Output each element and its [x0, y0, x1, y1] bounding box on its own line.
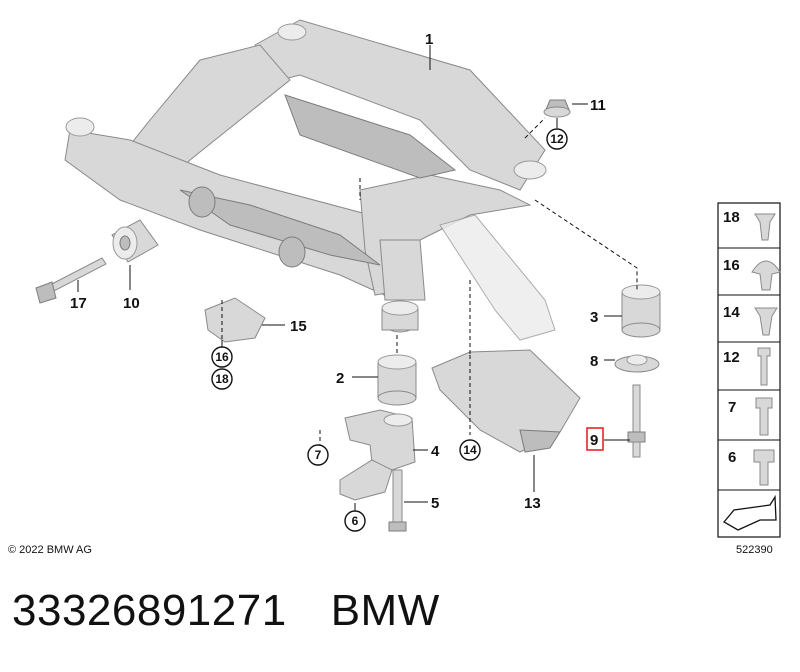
- bolt-17: [35, 257, 107, 304]
- circled-label-7: 7: [307, 444, 329, 466]
- rear-subframe: [64, 19, 556, 343]
- part-number: 33326891271: [12, 586, 287, 635]
- label-8: 8: [590, 353, 598, 370]
- label-4: 4: [431, 443, 440, 460]
- bolt-12-icon: [757, 347, 771, 386]
- svg-text:12: 12: [550, 132, 564, 146]
- label-2: 2: [336, 370, 344, 387]
- bolt-5: [388, 469, 407, 532]
- circled-label-16: 16: [211, 346, 233, 368]
- rubber-mount-11: [543, 99, 571, 118]
- label-3: 3: [590, 309, 598, 326]
- label-17: 17: [70, 295, 87, 312]
- washer-8: [614, 354, 660, 373]
- bolt-9: [627, 384, 646, 458]
- underbody-shield-13: [431, 349, 581, 453]
- bolt-7-icon: [755, 397, 773, 436]
- arrow-icon: [723, 494, 777, 531]
- label-9: 9: [590, 432, 598, 449]
- guide-lines: [221, 117, 638, 446]
- circled-label-6: 6: [344, 510, 366, 532]
- label-5: 5: [431, 495, 439, 512]
- label-1: 1: [425, 31, 433, 48]
- diagram-number: 522390: [736, 544, 773, 556]
- bushing-3: [621, 284, 661, 338]
- screw-14-icon: [754, 307, 778, 336]
- circled-label-12: 12: [546, 128, 568, 150]
- part-number-line: 33326891271 BMW: [12, 586, 484, 636]
- circled-label-14: 14: [459, 439, 481, 461]
- brand: BMW: [330, 586, 440, 635]
- copyright: © 2022 BMW AG: [8, 544, 92, 556]
- bushing-10: [111, 219, 159, 263]
- leader-lines: [77, 45, 630, 512]
- fastener-label-14: 14: [723, 304, 740, 321]
- fastener-label-12: 12: [723, 349, 740, 366]
- label-10: 10: [123, 295, 140, 312]
- fastener-label-16: 16: [723, 257, 740, 274]
- label-13: 13: [524, 495, 541, 512]
- svg-text:16: 16: [215, 350, 229, 364]
- highlight-box-9: [586, 427, 604, 451]
- svg-text:18: 18: [215, 372, 229, 386]
- bracket-4: [339, 409, 416, 501]
- fastener-label-6: 6: [728, 449, 736, 466]
- bushing-2: [377, 354, 417, 406]
- fastener-panel: 18 16 14 12 7 6: [717, 202, 781, 538]
- fastener-label-7: 7: [728, 399, 736, 416]
- label-15: 15: [290, 318, 307, 335]
- circled-label-18: 18: [211, 368, 233, 390]
- clip-18-icon: [754, 213, 776, 241]
- clip-16-icon: [751, 260, 781, 291]
- svg-text:6: 6: [352, 514, 359, 528]
- fastener-label-18: 18: [723, 209, 740, 226]
- label-11: 11: [590, 97, 606, 114]
- svg-text:14: 14: [463, 443, 477, 457]
- bolt-6-icon: [753, 449, 775, 486]
- svg-text:7: 7: [315, 448, 322, 462]
